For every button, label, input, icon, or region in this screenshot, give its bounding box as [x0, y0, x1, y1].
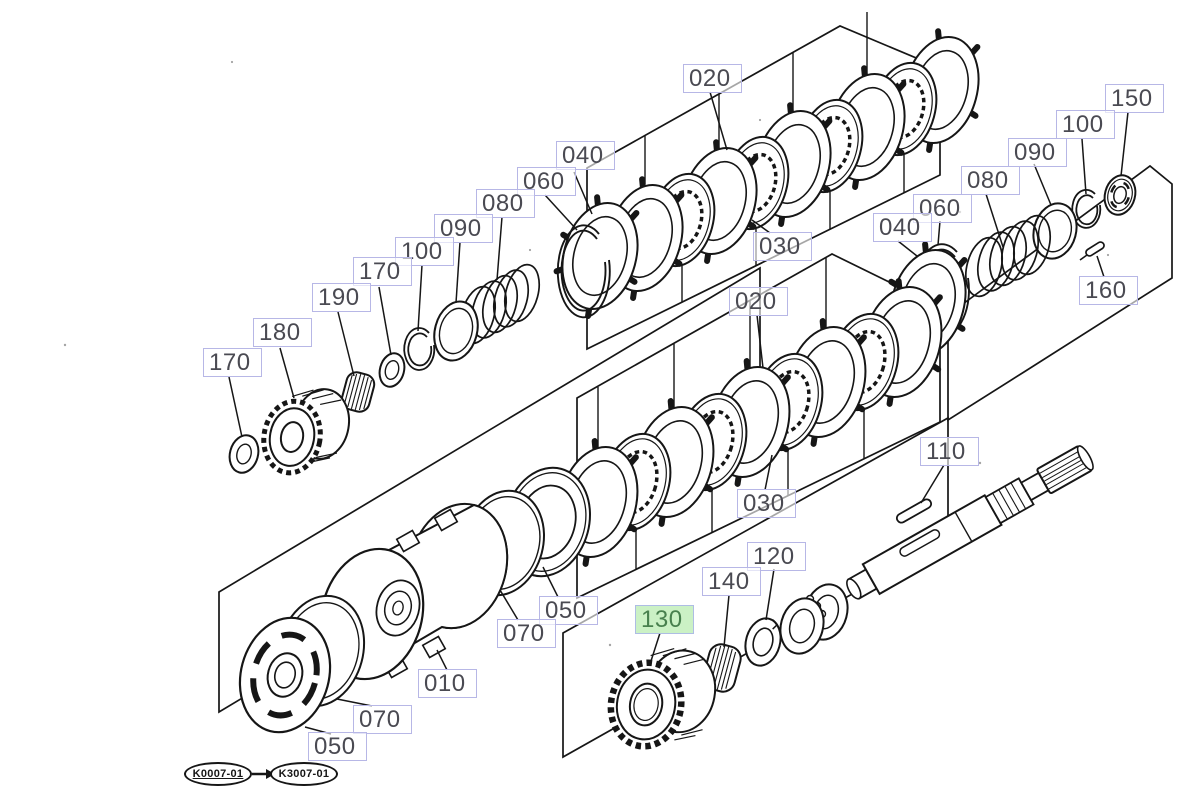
drawing-number-stamp-left[interactable]: K0007-01 — [184, 762, 252, 786]
washer-170-mid — [378, 352, 406, 388]
part-label-040-left[interactable]: 040 — [556, 141, 615, 170]
part-label-080-left[interactable]: 080 — [476, 189, 535, 218]
ball-bearing — [779, 583, 849, 655]
top-left-parts-chain — [228, 191, 654, 476]
needle-bearing-190 — [340, 371, 376, 413]
part-label-170-left[interactable]: 170 — [203, 348, 262, 377]
end-plate-050-left — [238, 616, 332, 734]
part-label-030-bottom[interactable]: 030 — [737, 489, 796, 518]
plane-bottom-clutch-pack — [576, 253, 941, 600]
thrust-washer-120 — [744, 617, 782, 667]
part-label-110[interactable]: 110 — [920, 437, 979, 466]
pin-160 — [1079, 241, 1105, 261]
part-label-190[interactable]: 190 — [312, 283, 371, 312]
part-label-090-right[interactable]: 090 — [1008, 138, 1067, 167]
part-label-160[interactable]: 160 — [1079, 276, 1138, 305]
washer-170-left — [228, 434, 260, 474]
part-label-170-mid[interactable]: 170 — [353, 257, 412, 286]
pto-shaft-group — [607, 445, 1094, 750]
key-110 — [895, 498, 933, 524]
part-label-020-top[interactable]: 020 — [683, 64, 742, 93]
part-label-140[interactable]: 140 — [702, 567, 761, 596]
shaft — [839, 445, 1094, 612]
drum-hub — [375, 579, 421, 637]
ring-090-left — [433, 300, 479, 362]
drawing-number-stamp-right[interactable]: K3007-01 — [270, 762, 338, 786]
snap-ring-100-left — [403, 327, 436, 371]
part-label-080-right[interactable]: 080 — [961, 166, 1020, 195]
part-label-180[interactable]: 180 — [253, 318, 312, 347]
part-label-130-highlighted[interactable]: 130 — [635, 605, 694, 634]
snap-ring-060-left — [556, 224, 611, 319]
right-parts-chain — [873, 174, 1137, 372]
part-label-070-left[interactable]: 070 — [353, 705, 412, 734]
part-label-120[interactable]: 120 — [747, 542, 806, 571]
part-label-030-top[interactable]: 030 — [753, 232, 812, 261]
gear-180 — [261, 388, 351, 476]
part-label-020-bottom[interactable]: 020 — [729, 287, 788, 316]
part-label-040-right[interactable]: 040 — [873, 213, 932, 242]
keyway-slot — [899, 529, 941, 557]
part-label-050-mid[interactable]: 050 — [539, 596, 598, 625]
coil-spring-080-right — [964, 214, 1052, 298]
part-label-010[interactable]: 010 — [418, 669, 477, 698]
part-label-150[interactable]: 150 — [1105, 84, 1164, 113]
gear-130 — [607, 647, 717, 750]
part-label-100-right[interactable]: 100 — [1056, 110, 1115, 139]
part-label-070-mid[interactable]: 070 — [497, 619, 556, 648]
retainer-disc-150 — [1103, 174, 1137, 216]
part-label-050-left[interactable]: 050 — [308, 732, 367, 761]
